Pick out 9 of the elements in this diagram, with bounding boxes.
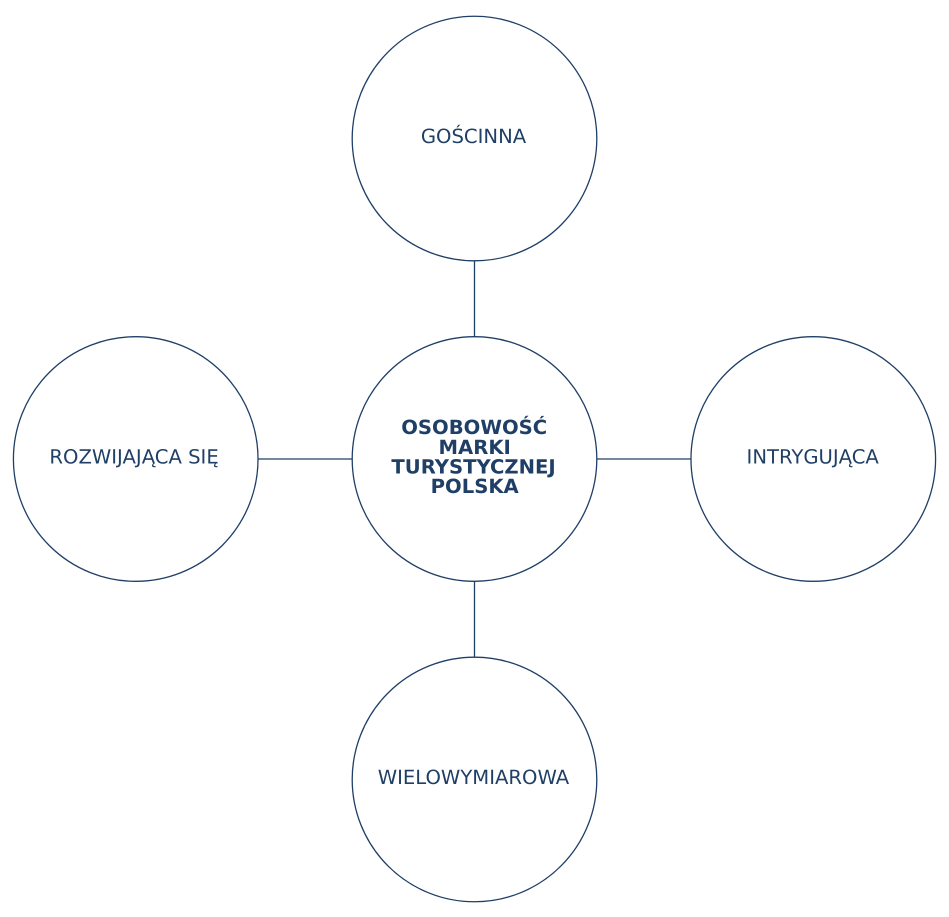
- node-circle: WIELOWYMIAROWA: [352, 656, 598, 902]
- connector: [474, 580, 476, 656]
- connector: [474, 260, 476, 336]
- node-circle: OSOBOWOŚĆ MARKI TURYSTYCZNEJ POLSKA: [352, 336, 598, 582]
- node-circle: GOŚCINNA: [352, 15, 598, 261]
- node-circle: ROZWIJAJĄCA SIĘ: [12, 336, 259, 582]
- connector: [258, 458, 352, 460]
- connector: [596, 458, 691, 460]
- node-circle: INTRYGUJĄCA: [690, 336, 936, 582]
